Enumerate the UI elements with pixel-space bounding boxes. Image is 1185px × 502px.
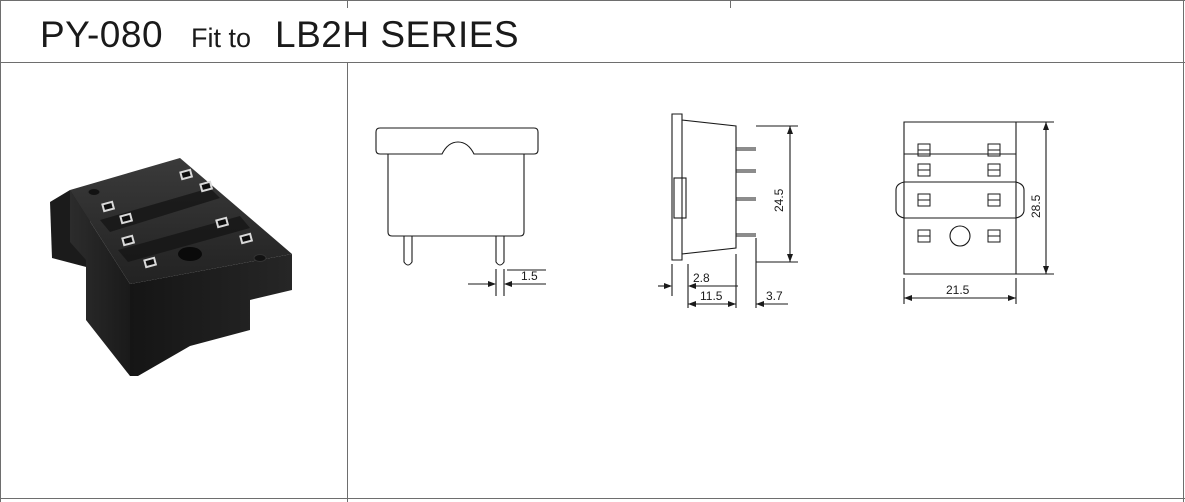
dim-total-height: 28.5 <box>1029 194 1043 218</box>
dim-pin-offset: 2.8 <box>693 271 710 285</box>
left-border <box>0 0 1 502</box>
dimension-drawing: 1.5 24.5 2.8 11.5 3.7 28.5 21.5 <box>375 113 1054 308</box>
dim-width: 21.5 <box>946 283 970 297</box>
model-number: PY-080 <box>40 14 164 55</box>
bottom-divider <box>0 498 1185 499</box>
top-divider <box>0 0 1185 1</box>
dim-height: 24.5 <box>772 188 786 212</box>
title-bottom-divider <box>0 62 1185 63</box>
dim-pin-length: 3.7 <box>766 289 783 303</box>
top-tick-right <box>730 0 731 8</box>
side-view <box>658 113 798 308</box>
top-tick-left <box>347 0 348 8</box>
dim-body-depth: 11.5 <box>700 289 723 303</box>
top-view <box>895 121 1054 304</box>
dim-pin-width: 1.5 <box>521 269 538 283</box>
page-title: PY-080 Fit to LB2H SERIES <box>40 14 519 58</box>
fit-to-label: Fit to <box>191 23 252 53</box>
front-view <box>375 127 546 296</box>
column-divider <box>347 62 348 502</box>
right-border <box>1183 0 1184 502</box>
series-name: LB2H SERIES <box>275 14 520 55</box>
relay-socket-photo-icon <box>50 158 292 376</box>
